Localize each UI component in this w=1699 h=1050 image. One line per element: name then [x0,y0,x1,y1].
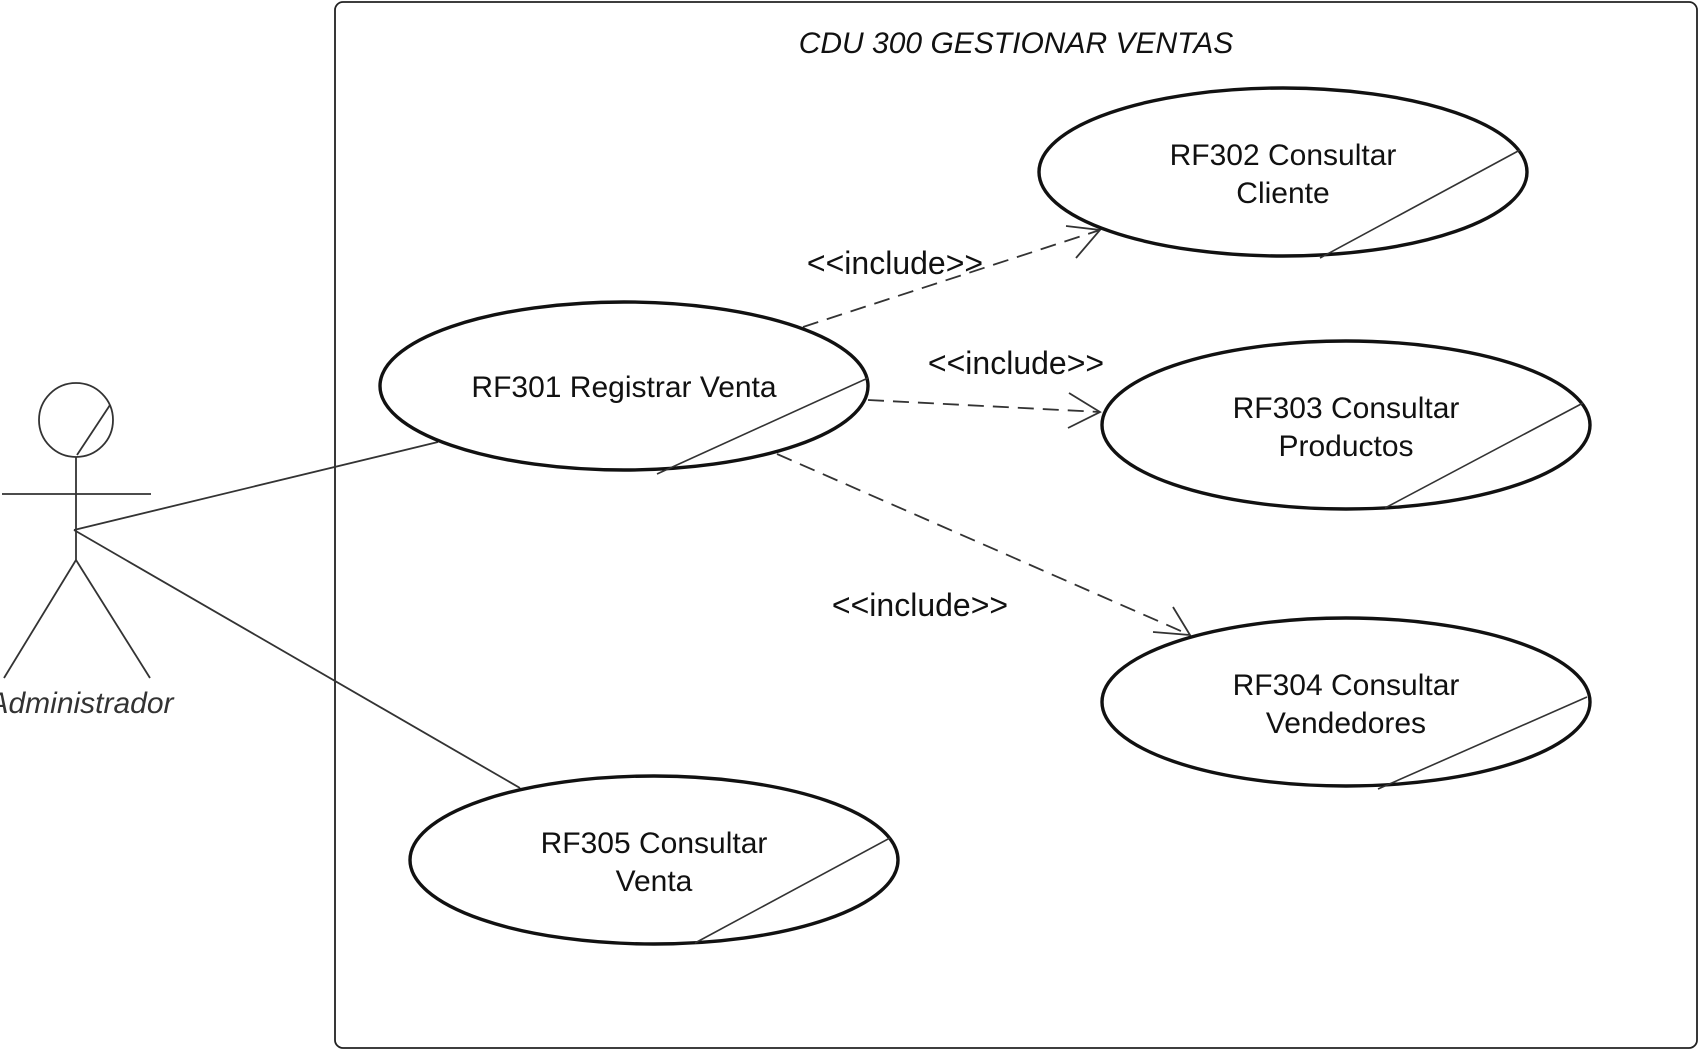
use-case-rf305[interactable]: RF305 Consultar Venta [408,774,900,946]
use-case-label-line-1: RF302 Consultar [1170,139,1397,172]
include-rf303 [867,392,1102,429]
actor-head [38,382,114,458]
use-case-label-line-1: RF305 Consultar [541,827,768,860]
association-line-rf301 [73,441,439,531]
use-case-ellipse [378,300,870,472]
actor-head-mark [76,404,111,456]
actor-administrador[interactable]: Administrador [0,382,175,720]
actor-name: Administrador [0,687,175,720]
use-case-label-line-1: RF304 Consultar [1233,669,1460,702]
use-case-mark [1319,149,1521,259]
include-line [776,453,1191,636]
include-line [867,399,1101,413]
include-arrowhead [1067,392,1102,429]
use-case-rf302[interactable]: RF302 Consultar Cliente [1037,86,1529,259]
use-case-ellipse [1100,339,1592,511]
include-label-rf304: <<include>> [832,587,1008,623]
use-case-label-line-2: Cliente [1236,177,1329,210]
include-arrowhead [1152,606,1192,637]
use-case-mark [656,377,869,475]
use-case-label: RF301 Registrar Venta [471,371,776,404]
include-label-rf303: <<include>> [928,345,1104,381]
include-rf304 [776,453,1192,637]
include-arrowhead [1065,225,1102,259]
use-case-rf301[interactable]: RF301 Registrar Venta [378,300,870,475]
use-case-label-line-2: Venta [616,865,693,898]
system-title: CDU 300 GESTIONAR VENTAS [799,27,1234,60]
actor-right-leg [75,559,151,679]
use-case-label-line-1: RF303 Consultar [1233,392,1460,425]
use-case-label-line-2: Vendedores [1266,707,1426,740]
system-boundary [334,1,1698,1049]
use-case-ellipse [1037,86,1529,258]
association-line-rf305 [73,529,521,789]
include-label-rf302: <<include>> [807,245,983,281]
use-case-mark [694,837,891,944]
use-case-rf304[interactable]: RF304 Consultar Vendedores [1100,616,1592,790]
use-case-ellipse [1100,616,1592,788]
actor-left-leg [3,559,77,679]
use-case-label-line-2: Productos [1278,430,1413,463]
include-rf302 [802,225,1102,328]
use-case-mark [1377,696,1588,790]
use-case-rf303[interactable]: RF303 Consultar Productos [1100,339,1592,511]
include-line [802,229,1101,328]
use-case-ellipse [408,774,900,946]
use-case-mark [1384,402,1584,509]
